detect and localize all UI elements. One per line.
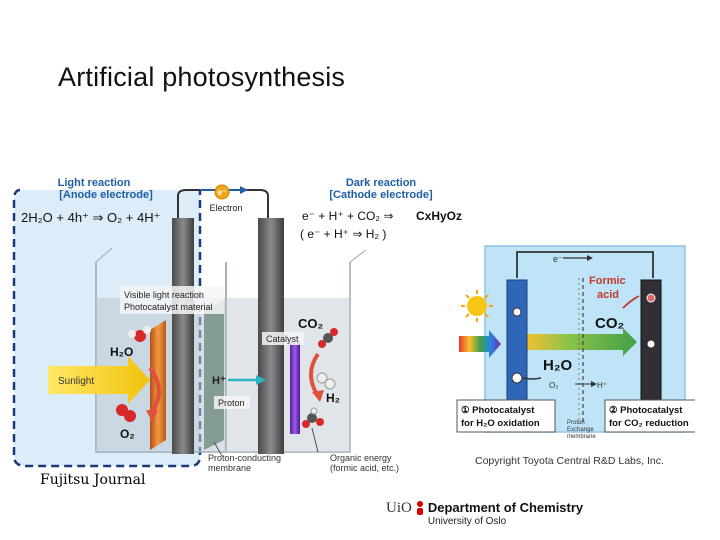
formic-acid-molecule-icon — [302, 407, 324, 428]
water-molecule-icon — [128, 326, 151, 342]
membrane-label-1: Proton-conducting — [208, 453, 281, 463]
uio-department-logo: UiO Department of Chemistry University o… — [386, 499, 583, 528]
light-reaction-subtitle: [Anode electrode] — [59, 189, 153, 201]
formic-acid-label-2: acid — [597, 289, 619, 301]
membrane-label-2: membrane — [208, 463, 251, 473]
university-name: University of Oslo — [427, 516, 507, 527]
photocatalyst-1-line1: ① Photocatalyst — [461, 405, 535, 416]
hole-icon — [512, 307, 522, 317]
electron-label: Electron — [209, 203, 242, 213]
photocatalyst-1-box — [456, 399, 556, 433]
anode-h2o-label: H₂O — [110, 345, 133, 359]
organic-label-2: (formic acid, etc.) — [330, 463, 399, 473]
anode-o2-label: O₂ — [120, 427, 135, 441]
dark-reaction-subtitle: [Cathode electrode] — [329, 189, 433, 201]
sun-icon — [461, 290, 493, 322]
h2-molecule-icon — [316, 372, 336, 390]
left-photosynthesis-diagram: Light reaction [Anode electrode] Dark re… — [12, 177, 462, 473]
cathode-co2-label: CO₂ — [298, 316, 324, 331]
photocatalyst-1-line2: for H₂O oxidation — [461, 418, 540, 429]
right-photosynthesis-diagram: e⁻ Formic acid CO₂ H₂O O₂ H⁺ ① Photocata… — [456, 245, 695, 467]
light-transmission-arrow — [523, 328, 637, 356]
membrane-label-right-1: Proton — [567, 420, 585, 426]
electron-dot-icon — [646, 293, 656, 303]
formic-acid-label-1: Formic — [589, 275, 626, 287]
right-external-wire — [516, 251, 654, 278]
slide-title: Artificial photosynthesis — [58, 62, 346, 92]
right-o2-label: O₂ — [549, 381, 558, 390]
cathode-equation-2: ( e⁻ + H⁺ ⇒ H₂ ) — [300, 227, 386, 241]
membrane-label-right-2: Exchange — [567, 427, 594, 433]
co2-molecule-icon — [318, 328, 338, 348]
photocatalyst-2-line2: for CO₂ reduction — [609, 418, 689, 429]
dark-reaction-title: Dark reaction — [346, 177, 417, 189]
right-co2-label: CO₂ — [595, 315, 624, 332]
proton-symbol: H⁺ — [212, 375, 226, 387]
uio-emblem-icon — [416, 501, 423, 515]
light-input-arrow — [459, 330, 501, 358]
uio-mark: UiO — [386, 500, 412, 516]
cathode-h2-label: H₂ — [326, 391, 340, 405]
cathode-product: CxHyOz — [416, 209, 462, 223]
light-reaction-title: Light reaction — [58, 177, 131, 189]
sunlight-label: Sunlight — [58, 376, 94, 387]
photocatalyst-2-line1: ② Photocatalyst — [609, 405, 683, 416]
visible-light-label-2: Photocatalyst material — [124, 302, 213, 312]
department-name: Department of Chemistry — [427, 500, 584, 515]
right-h2o-label: H₂O — [543, 357, 572, 374]
fujitsu-journal-credit: Fujitsu Journal — [40, 472, 146, 488]
anode-equation: 2H₂O + 4h⁺ ⇒ O₂ + 4H⁺ — [21, 210, 160, 225]
catalyst-label: Catalyst — [266, 334, 299, 344]
sunlight-arrow — [48, 356, 150, 404]
electron-icon — [214, 184, 230, 200]
photocatalyst-2-box — [604, 399, 695, 433]
toyota-copyright: Copyright Toyota Central R&D Labs, Inc. — [475, 455, 664, 467]
membrane-label-right-3: membrane — [567, 434, 596, 440]
organic-label-1: Organic energy — [330, 453, 392, 463]
cathode-equation-1: e⁻ + H⁺ + CO₂ ⇒ — [302, 209, 393, 223]
catalyst-plate — [290, 342, 300, 434]
proton-membrane — [204, 300, 224, 450]
visible-light-label-1: Visible light reaction — [124, 290, 204, 300]
electron-symbol: e⁻ — [218, 188, 227, 197]
proton-label: Proton — [218, 398, 245, 408]
anode-electrode — [172, 218, 194, 454]
right-electron-symbol: e⁻ — [553, 254, 563, 264]
oxygen-molecule-icon — [116, 404, 136, 422]
right-hplus-label: H⁺ — [597, 381, 607, 390]
